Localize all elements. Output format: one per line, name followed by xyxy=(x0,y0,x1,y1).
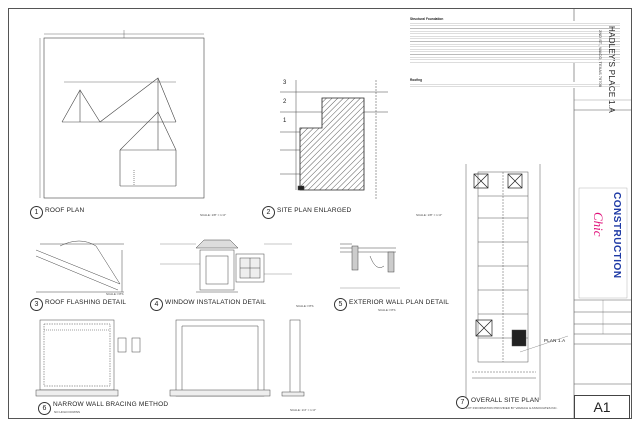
site-plan-enlarged-scale: SCALE: 1/8" = 1'-0" xyxy=(416,213,443,217)
notes-body xyxy=(410,21,620,64)
roof-plan-scale: SCALE: 1/8" = 1'-0" xyxy=(200,213,227,217)
general-notes: Structural Foundation Roofing xyxy=(410,16,620,89)
drawing-number-7: 7 xyxy=(456,396,469,409)
brand-word-1: CONSTRUCTION xyxy=(611,192,622,279)
lot-number: 3 xyxy=(283,80,287,86)
exterior-wall-title: EXTERIOR WALL PLAN DETAIL xyxy=(349,299,450,306)
wall-bracing-drawing xyxy=(35,319,305,397)
title-block-lines xyxy=(573,8,632,419)
site-plan-enlarged-title: SITE PLAN ENLARGED xyxy=(277,207,352,214)
drawing-number-6: 6 xyxy=(38,402,51,415)
site-plan-drawing xyxy=(280,80,388,200)
notes-body xyxy=(410,82,620,89)
wall-bracing-title: NARROW WALL BRACING METHOD xyxy=(53,401,169,408)
brand-word-2: Chic xyxy=(591,212,606,237)
roof-flashing-title: ROOF FLASHING DETAIL xyxy=(45,299,127,306)
lot-number: 2 xyxy=(283,99,287,105)
notes-heading: Structural Foundation xyxy=(410,17,444,21)
wall-bracing-subtitle: NO HOLD DOWNS xyxy=(54,410,81,414)
brand-area xyxy=(578,187,628,299)
project-address: 2ND ST., WACO, TEXAS 76706 xyxy=(598,30,603,87)
overall-site-plan-title: OVERALL SITE PLAN xyxy=(471,397,540,404)
notes-heading: Roofing xyxy=(410,78,423,83)
roof-flashing-drawing xyxy=(35,240,124,293)
roof-plan-title: ROOF PLAN xyxy=(45,207,85,214)
window-installation-title: WINDOW INSTALATION DETAIL xyxy=(165,299,267,306)
lot-number: 1 xyxy=(283,118,287,124)
overall-site-plan-subtitle: LOT INFORMATION PROVIDED BY VAMACH & ASS… xyxy=(466,406,558,410)
window-detail-drawing xyxy=(160,239,292,293)
plan-callout: PLAN 1.A xyxy=(544,338,566,343)
drawing-number-4: 4 xyxy=(150,298,163,311)
sheet-border xyxy=(8,8,632,419)
drawing-number-1: 1 xyxy=(30,206,43,219)
window-installation-scale: SCALE: NTS xyxy=(296,304,314,308)
drawing-number-5: 5 xyxy=(334,298,347,311)
project-name: HADLEY'S PLACE 1.A xyxy=(607,26,616,113)
roof-plan-drawing xyxy=(39,30,205,199)
overall-site-plan-drawing xyxy=(465,164,569,400)
roof-flashing-scale: SCALE: NTS xyxy=(106,292,124,296)
exterior-wall-scale: SCALE: NTS xyxy=(378,308,396,312)
wall-bracing-scale: SCALE: 1/4" = 1'-0" xyxy=(290,408,317,412)
drawing-number-2: 2 xyxy=(262,206,275,219)
drawing-number-3: 3 xyxy=(30,298,43,311)
exterior-wall-drawing xyxy=(340,243,400,289)
sheet-number: A1 xyxy=(574,395,630,419)
